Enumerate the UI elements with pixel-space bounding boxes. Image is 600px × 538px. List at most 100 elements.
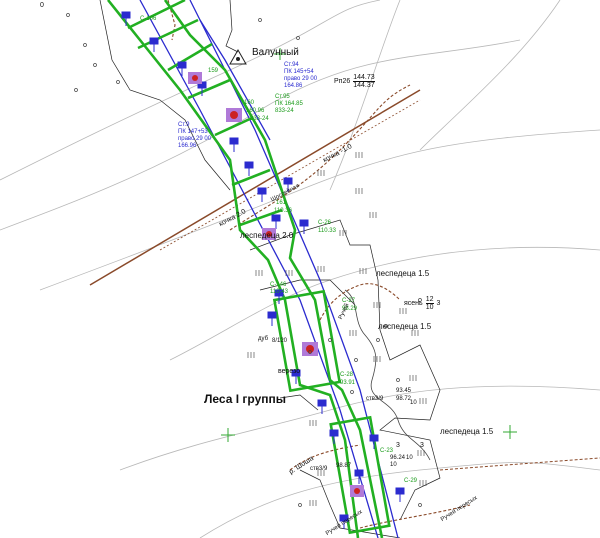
- vegetation-label: леспедеца 1.5: [440, 427, 494, 436]
- meadow-hatch: [255, 270, 263, 276]
- meadow-hatch: [411, 330, 419, 336]
- corridor: [106, 0, 391, 538]
- station-label: ств3/9: [366, 396, 384, 402]
- meadow-hatch: [349, 330, 357, 336]
- shrub-symbol: [328, 338, 332, 342]
- axis-line: [199, 19, 271, 141]
- station-9-pk: ПК 147+53: [178, 128, 208, 135]
- tree-annotation-yasen: ясень 12 10 3: [404, 296, 440, 311]
- value-label: 10: [390, 462, 397, 468]
- corridor-crossbar: [137, 18, 199, 50]
- tower-symbol: [291, 369, 301, 384]
- station-9-info: Ст.9 ПК 147+53 право 29 00 166.96: [178, 122, 211, 150]
- shrub-symbol: [418, 298, 422, 302]
- shrub-symbol: [258, 18, 262, 22]
- tree-label-dub: дуб: [258, 336, 269, 342]
- shrub-symbol: [384, 324, 388, 328]
- shrub-symbol: [296, 36, 300, 40]
- corridor-crossbar: [167, 42, 213, 72]
- shrub-symbol: [83, 43, 87, 47]
- axis-line: [139, 0, 379, 538]
- code-label: 93.91: [340, 380, 356, 386]
- tower-symbol: [299, 219, 309, 234]
- value-label: 0: [40, 2, 44, 9]
- grid-crosses: [221, 48, 517, 442]
- tower-symbol: [177, 61, 187, 76]
- stream: [344, 289, 431, 461]
- code-label: 160.96: [246, 108, 265, 114]
- station-95-info: Ст.95 ПК 164.85 833-24: [275, 94, 303, 115]
- station-markers: [188, 72, 364, 497]
- corridor-crossbar: [187, 78, 231, 100]
- corridor-crossbar: [214, 116, 253, 137]
- ridge-line: [319, 283, 401, 321]
- shrub-symbol: [74, 88, 78, 92]
- code-label: 93.45: [396, 388, 412, 394]
- shrub-symbol: [66, 13, 70, 17]
- station-94-height: 164.86: [284, 82, 303, 89]
- code-label: 98.29: [342, 306, 358, 312]
- station-9-offset: право 29 00: [178, 135, 212, 142]
- tree-label-dub-value: 8/120: [272, 338, 288, 344]
- benchmark-triangle: [229, 48, 247, 65]
- code-label: 119.36: [274, 208, 292, 214]
- rp26-top-value: 144.73: [353, 74, 375, 82]
- tower-symbol: [274, 289, 284, 304]
- contour-line: [119, 385, 600, 471]
- tower-symbol: [121, 11, 131, 26]
- tower-symbol: [257, 187, 267, 202]
- grid-cross: [503, 425, 517, 439]
- code-label: С-26: [318, 220, 332, 226]
- forest-boundary: [279, 394, 319, 411]
- code-label: 161: [276, 200, 287, 206]
- station-9-height: 166.96: [178, 142, 197, 149]
- meadow-hatch: [419, 480, 427, 486]
- contour-line: [199, 462, 600, 538]
- shrub-symbol: [93, 63, 97, 67]
- value-label: 10: [406, 455, 413, 461]
- meadow-hatch: [373, 302, 381, 308]
- tower-symbol: [244, 161, 254, 176]
- code-label: 159: [208, 68, 219, 74]
- rp26-label: Рп26: [334, 78, 351, 85]
- meadow-hatch: [317, 170, 325, 176]
- code-label: 98.72: [396, 396, 412, 402]
- station-marker: [302, 342, 318, 356]
- station-95-pk: ПК 164.85: [275, 100, 303, 107]
- meadow-hatch: [355, 188, 363, 194]
- tower-symbol: [267, 311, 277, 326]
- grid-cross: [221, 428, 235, 442]
- station-label: ств3/9: [310, 466, 328, 472]
- value-label: 3: [420, 442, 424, 449]
- tree-fraction: 12 10: [425, 296, 434, 311]
- code-label: С-27: [342, 298, 356, 304]
- meadow-hatch: [373, 356, 381, 362]
- road: [89, 89, 600, 471]
- contour-line: [0, 0, 381, 181]
- code-label: 98.87: [336, 463, 352, 469]
- corridor-box: [329, 415, 391, 535]
- corridor-edge: [163, 0, 384, 538]
- station-95-title: Ст.95: [275, 94, 290, 100]
- tower-symbol: [317, 399, 327, 414]
- vegetation-label: леспедеца 1.5: [376, 269, 430, 278]
- tree-species: ясень: [404, 300, 423, 307]
- value-label: 3: [396, 442, 400, 449]
- meadow-hatch: [247, 352, 255, 358]
- tower-symbol: [354, 469, 364, 484]
- shrub-symbols: [66, 13, 422, 507]
- shrub-symbol: [298, 503, 302, 507]
- ridge-line: [229, 84, 411, 231]
- ridge-line: [359, 504, 471, 529]
- code-label: С-146: [270, 282, 287, 288]
- forest-category-label: Леса I группы: [204, 392, 287, 406]
- place-name-valunny: Валунный: [252, 47, 299, 58]
- shrub-symbol: [354, 358, 358, 362]
- vegetation-label: леспедеца 2.0: [240, 231, 294, 240]
- rp26-values: 144.73 144.37: [353, 74, 375, 89]
- meadow-hatch: [317, 470, 325, 476]
- value-label: 10: [410, 400, 417, 406]
- station-marker: [350, 485, 364, 497]
- code-label: С-28: [340, 372, 354, 378]
